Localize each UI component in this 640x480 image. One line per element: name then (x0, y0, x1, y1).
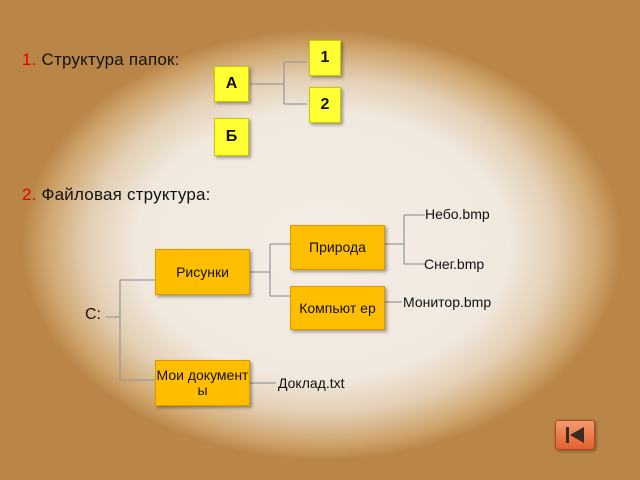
connector-pictures (250, 243, 290, 297)
file-snow: Снег.bmp (424, 256, 485, 272)
folder-b: Б (214, 118, 249, 156)
section1-number: 1. (22, 50, 37, 69)
folder-nature: Природа (290, 225, 385, 270)
file-sky: Небо.bmp (425, 206, 490, 222)
root-drive-label: C: (85, 306, 101, 323)
file-report: Доклад.txt (278, 375, 345, 391)
section2-heading: 2. Файловая структура: (22, 185, 211, 205)
section2-number: 2. (22, 185, 37, 204)
section1-title: Структура папок: (41, 50, 180, 69)
folder-2: 2 (309, 87, 341, 123)
section1-heading: 1. Структура папок: (22, 50, 180, 70)
section2-title: Файловая структура: (41, 185, 211, 204)
go-to-first-icon (566, 427, 584, 443)
folder-computer: Компьют ер (290, 286, 385, 330)
connector-nature (385, 214, 425, 265)
folder-pictures: Рисунки (155, 249, 250, 295)
go-to-first-button[interactable] (555, 420, 595, 450)
file-monitor: Монитор.bmp (403, 294, 492, 310)
connector-a-to-1-2 (250, 61, 307, 105)
folder-1: 1 (309, 40, 341, 76)
folder-my-documents: Мои документ ы (155, 360, 250, 406)
folder-a: А (214, 66, 249, 102)
connector-root (106, 279, 156, 381)
